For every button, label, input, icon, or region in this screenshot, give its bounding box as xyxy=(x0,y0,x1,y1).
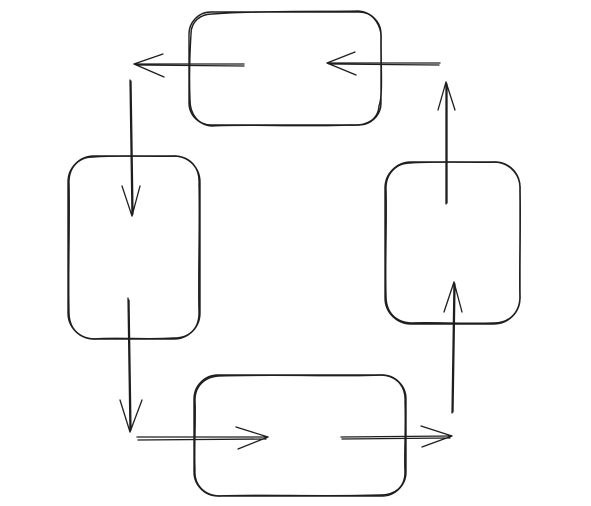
edge-left-down-entry xyxy=(121,79,141,217)
right-box[interactable] xyxy=(384,161,521,325)
edge-into-top-from-right xyxy=(326,51,441,76)
edge-top-exit-left xyxy=(133,53,245,78)
edge-bottom-exit-right xyxy=(340,425,453,448)
edge-left-down-exit xyxy=(119,297,143,433)
edge-up-into-right xyxy=(443,281,463,414)
edge-into-bottom-from-left xyxy=(136,426,269,450)
edge-right-up-to-top xyxy=(437,81,456,205)
left-box[interactable] xyxy=(67,155,201,340)
top-box[interactable] xyxy=(188,10,383,127)
bottom-box[interactable] xyxy=(193,374,407,497)
